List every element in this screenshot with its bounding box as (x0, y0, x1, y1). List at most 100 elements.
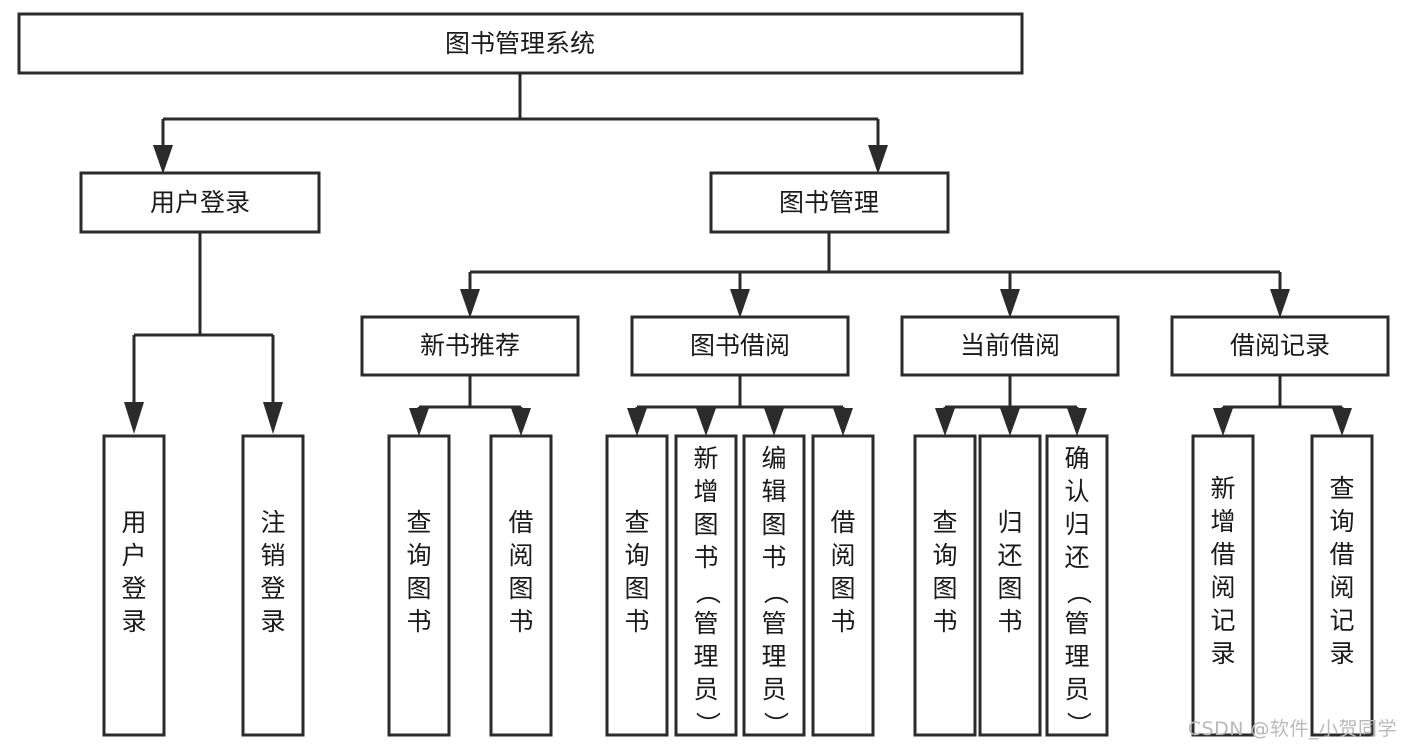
node-book-manage-label: 图书管理 (779, 188, 879, 217)
arrow-head-nb-leaf-1 (409, 408, 429, 436)
leaf-rect[interactable] (674, 434, 738, 737)
leaf-rect[interactable] (241, 434, 305, 737)
leaf-label-char: 登 (260, 574, 285, 603)
node-current-borrow[interactable]: 当前借阅 (900, 315, 1120, 377)
arrow-head-book-borrow (730, 289, 750, 318)
arrow-head-leaf-user-login (124, 402, 144, 434)
node-current-borrow-rect[interactable] (900, 315, 1120, 377)
leaf-node[interactable]: 用户登录 (102, 434, 166, 737)
leaf-label-char: 员 (1064, 675, 1089, 704)
node-user-login-label: 用户登录 (150, 188, 250, 217)
leaf-rect[interactable] (978, 434, 1042, 737)
leaf-label-char: ） (693, 711, 722, 736)
leaf-rect[interactable] (1045, 434, 1109, 737)
leaf-label-char: 归 (1064, 510, 1089, 539)
leaf-label-char: 图 (693, 510, 718, 539)
node-new-book-recommend[interactable]: 新书推荐 (360, 315, 580, 377)
leaf-rect[interactable] (1310, 434, 1374, 737)
arrow-head-borrow-record (1270, 289, 1290, 318)
leaf-label-char: 询 (932, 541, 957, 570)
leaf-label-char: 图 (508, 574, 533, 603)
leaf-label-char: 员 (693, 675, 718, 704)
leaf-label-char: 理 (761, 642, 786, 671)
leaf-label-char: 查 (1329, 474, 1354, 503)
leaf-label-char: （ (693, 579, 722, 604)
leaf-rect[interactable] (387, 434, 451, 737)
leaf-rect[interactable] (742, 434, 806, 737)
leaf-label-char: 销 (260, 541, 285, 570)
arrow-head-nb-leaf-2 (511, 408, 531, 436)
node-user-login-rect[interactable] (79, 171, 321, 234)
node-root-rect[interactable] (17, 12, 1024, 75)
leaf-rect[interactable] (913, 434, 977, 737)
leaf-label-char: 书 (693, 543, 718, 572)
leaf-rect[interactable] (489, 434, 553, 737)
arrow-head-cb-leaf-1 (935, 408, 955, 436)
connector-layer (124, 73, 1352, 436)
node-borrow-record[interactable]: 借阅记录 (1170, 315, 1390, 377)
leaf-label: 用户登录 (121, 508, 146, 636)
leaf-label-char: 书 (406, 607, 431, 636)
node-root[interactable]: 图书管理系统 (17, 12, 1024, 75)
leaf-label-char: 书 (508, 607, 533, 636)
node-new-book-recommend-rect[interactable] (360, 315, 580, 377)
leaf-label-char: 查 (406, 508, 431, 537)
node-user-login[interactable]: 用户登录 (79, 171, 321, 234)
leaf-rect[interactable] (811, 434, 875, 737)
node-book-manage-rect[interactable] (709, 171, 950, 234)
node-book-manage[interactable]: 图书管理 (709, 171, 950, 234)
leaf-label-char: 阅 (508, 541, 533, 570)
leaf-label-char: 借 (830, 508, 855, 537)
node-borrow-record-rect[interactable] (1170, 315, 1390, 377)
arrow-head-br-leaf-2 (1332, 408, 1352, 436)
leaf-label-char: 图 (932, 574, 957, 603)
leaf-label-char: 归 (997, 508, 1022, 537)
leaf-label-char: 认 (1064, 477, 1089, 506)
arrow-head-bb-leaf-2 (696, 408, 716, 436)
leaf-label-char: 管 (761, 609, 786, 638)
leaf-label-char: 用 (121, 508, 146, 537)
leaf-label-char: 管 (693, 609, 718, 638)
node-book-borrow[interactable]: 图书借阅 (630, 315, 850, 377)
leaf-label-char: 图 (997, 574, 1022, 603)
leaf-rect[interactable] (605, 434, 669, 737)
arrow-head-cb-leaf-3 (1067, 408, 1087, 436)
node-borrow-record-label: 借阅记录 (1230, 331, 1330, 360)
leaf-label-char: 注 (260, 508, 285, 537)
leaf-label-char: 借 (1210, 540, 1235, 569)
leaf-label-char: 录 (260, 607, 285, 636)
leaf-label-char: 录 (1210, 639, 1235, 668)
leaf-label-char: 编 (761, 444, 786, 473)
leaf-label-char: 查 (932, 508, 957, 537)
arrow-head-book-manage (868, 145, 888, 174)
leaf-label-char: 增 (1210, 507, 1235, 536)
arrow-head-leaf-logout (263, 402, 283, 434)
leaf-label-char: 借 (508, 508, 533, 537)
leaf-rect[interactable] (102, 434, 166, 737)
arrow-head-bb-leaf-4 (833, 408, 853, 436)
arrow-head-user-login (153, 145, 173, 174)
node-root-label: 图书管理系统 (445, 29, 595, 58)
node-book-borrow-rect[interactable] (630, 315, 850, 377)
node-book-borrow-label: 图书借阅 (690, 331, 790, 360)
leaf-rect[interactable] (1191, 434, 1255, 737)
